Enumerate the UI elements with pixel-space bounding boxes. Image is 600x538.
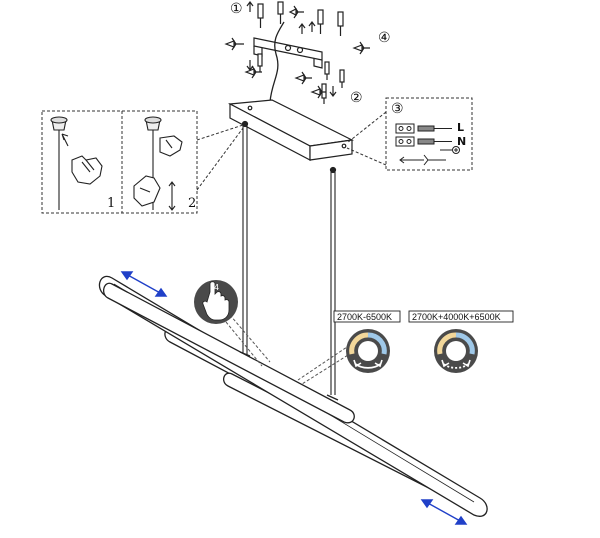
three-color-mode-text: 2700K+4000K+6500K: [412, 312, 501, 322]
hand-icon: [159, 135, 183, 157]
direction-arrows: [120, 271, 468, 525]
three-color-mode-label: 2700K+4000K+6500K: [408, 310, 514, 323]
hand-icon: [71, 155, 103, 185]
wire-live-label: L: [457, 121, 464, 134]
screw-icon: [257, 53, 263, 72]
three-color-dial-icon: [434, 329, 478, 373]
wire-connector-icon: [395, 123, 452, 134]
inset-step-2: 2: [188, 196, 196, 211]
screw-icon: [321, 83, 327, 104]
inset-cable-adjust: 1 2: [41, 110, 244, 214]
cct-mode-label: 2700K-6500K: [333, 310, 401, 323]
cct-mode-text: 2700K-6500K: [337, 312, 392, 322]
screw-icon: [317, 9, 324, 34]
inset-wiring: ③ L N: [346, 97, 473, 171]
touch-icon: 4: [194, 280, 238, 324]
touch-icon-digit: 4: [214, 283, 219, 292]
suspension-cables: [242, 125, 336, 395]
wire-connector-icon: [395, 136, 452, 147]
callout-1: ①: [230, 1, 243, 17]
ground-icon: [440, 146, 460, 154]
wire-neutral-label: N: [457, 135, 466, 148]
cct-dial-icon: [346, 329, 390, 373]
callout-3: ③: [391, 101, 404, 117]
pendant-light-bar: [98, 275, 488, 517]
mounting-bracket-assembly: [224, 0, 370, 104]
screw-icon: [339, 69, 345, 88]
inset-step-1: 1: [107, 196, 115, 211]
screw-icon: [324, 61, 330, 80]
screw-icon: [277, 1, 284, 24]
callout-4: ④: [378, 30, 391, 46]
screw-icon: [257, 3, 264, 28]
hand-icon: [133, 175, 161, 207]
callout-2: ②: [350, 90, 363, 106]
ceiling-canopy: [227, 99, 354, 174]
screw-icon: [337, 11, 344, 36]
